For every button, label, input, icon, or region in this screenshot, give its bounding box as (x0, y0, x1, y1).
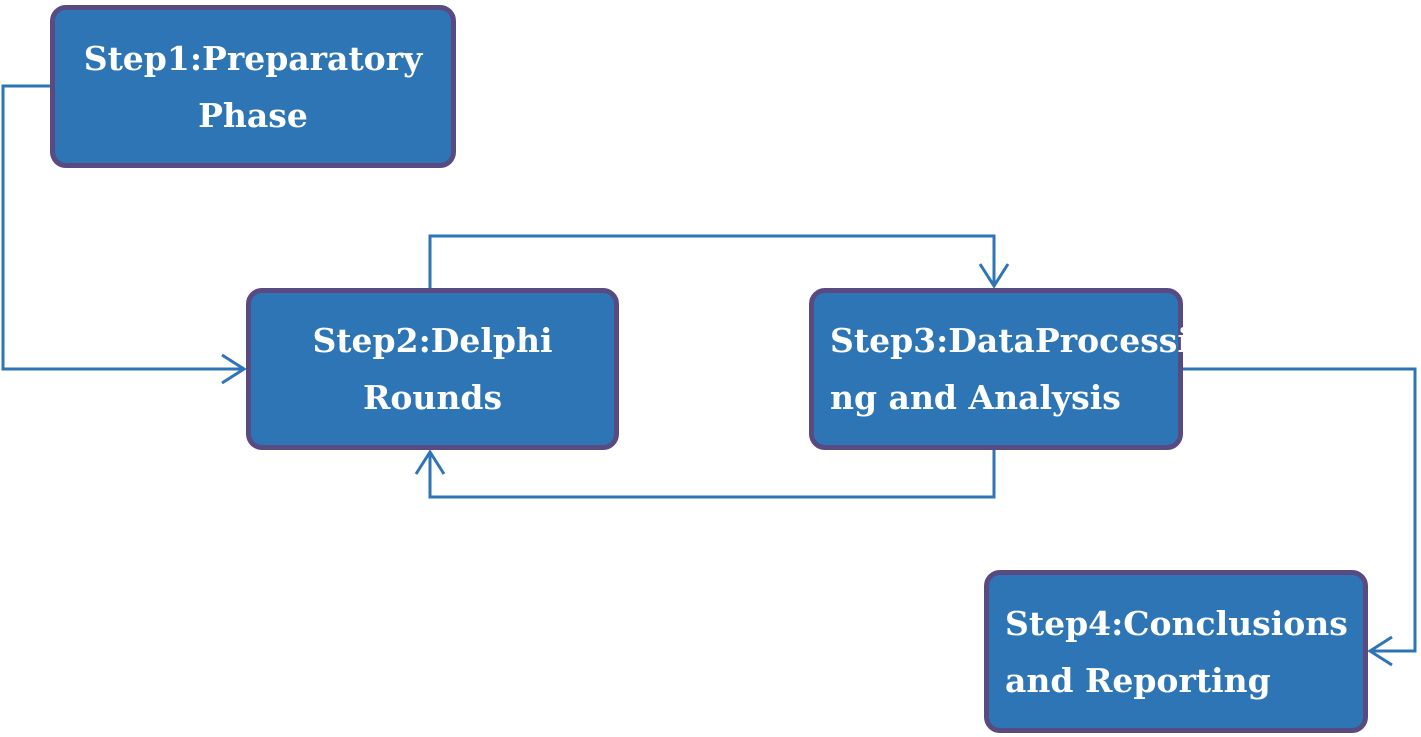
connector-step3-to-step4 (1183, 367, 1417, 653)
connector-step1-to-step2 (1, 84, 244, 371)
step1-label-line1: Step1:Preparatory (83, 38, 423, 78)
step2-label-line2: Rounds (362, 378, 503, 417)
connector-step3-to-step2 (428, 450, 996, 499)
arrowhead-into-step3-top (978, 263, 1010, 289)
connector-step2-to-step3 (428, 234, 996, 288)
step3-box: Step3:DataProcessi ng and Analysis (809, 288, 1190, 450)
step2-label-line1: Step2:Delphi (312, 321, 553, 360)
step2-box: Step2:Delphi Rounds (246, 288, 619, 450)
step1-label-line2: Phase (198, 95, 308, 135)
step1-box: Step1:Preparatory Phase (50, 5, 456, 168)
arrowhead-into-step4-right (1367, 635, 1393, 667)
step4-label-line1: Step4:Conclusions (1005, 603, 1348, 643)
step4-label-line2: and Reporting (1005, 660, 1271, 700)
arrowhead-into-step2-bottom (414, 449, 446, 475)
step4-box: Step4:Conclusions and Reporting (984, 570, 1368, 733)
step3-label-line2: ng and Analysis (830, 378, 1121, 417)
arrowhead-into-step2-left (221, 353, 247, 385)
step3-label-line1: Step3:DataProcessi (830, 321, 1190, 360)
